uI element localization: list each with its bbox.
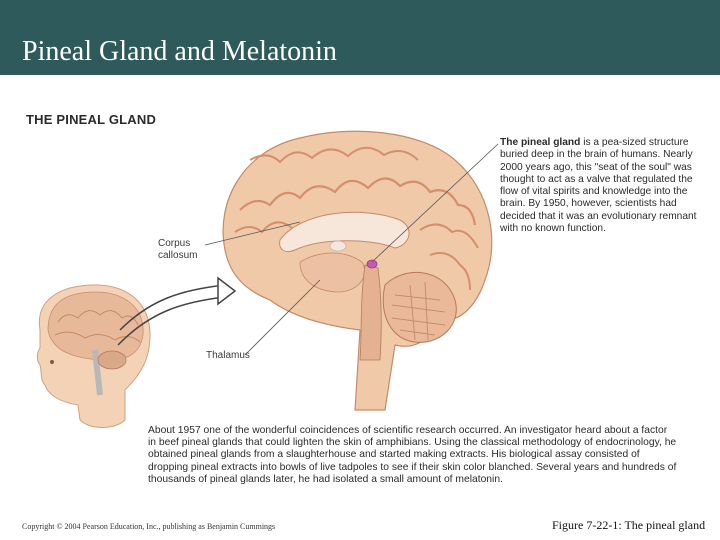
- label-corpus-line1: Corpus: [158, 238, 191, 249]
- bottom-paragraph: About 1957 one of the wonderful coincide…: [148, 425, 677, 485]
- pointer-arrow: [119, 284, 226, 331]
- title-bar: Pineal Gland and Melatonin: [0, 0, 720, 75]
- pineal-gland-marker: [366, 259, 378, 269]
- figure-caption: Figure 7-22-1: The pineal gland: [552, 518, 706, 532]
- label-corpus-line2: callosum: [158, 250, 198, 261]
- slide-title: Pineal Gland and Melatonin: [22, 36, 337, 67]
- label-corpus-callosum: Corpus callosum: [158, 238, 197, 262]
- sidebar-bold-lead: The pineal gland: [500, 137, 581, 148]
- sidebar-description: The pineal gland is a pea-sized structur…: [500, 137, 705, 235]
- head-profile: [36, 284, 151, 428]
- brain-section: [222, 130, 493, 411]
- sidebar-body: is a pea-sized structure buried deep in …: [500, 137, 697, 235]
- copyright-notice: Copyright © 2004 Pearson Education, Inc.…: [22, 522, 276, 531]
- label-thalamus: Thalamus: [206, 350, 250, 361]
- figure-heading: THE PINEAL GLAND: [26, 112, 157, 127]
